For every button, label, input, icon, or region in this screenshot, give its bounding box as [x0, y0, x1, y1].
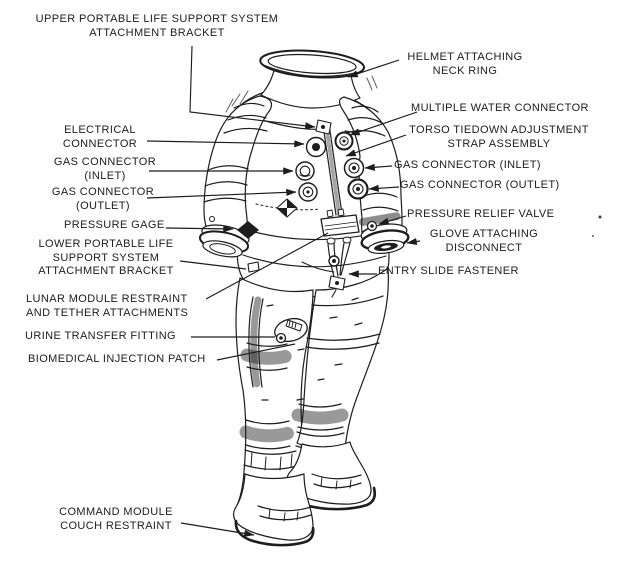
- label-gas-outlet-right: GAS CONNECTOR (OUTLET): [400, 179, 560, 191]
- entry-slide-fastener: [328, 275, 346, 298]
- leader-command: [180, 522, 255, 537]
- label-command-module-couch-restraint: COMMAND MODULE COUCH RESTRAINT: [59, 506, 173, 532]
- label-urine-transfer-fitting: URINE TRANSFER FITTING: [25, 330, 176, 342]
- water-connector: [334, 131, 354, 151]
- suit-body: [198, 49, 602, 547]
- scan-specks: [592, 215, 602, 237]
- label-electrical-connector: ELECTRICAL CONNECTOR: [62, 124, 138, 150]
- electrical-connector: [305, 136, 327, 158]
- neck-ring: [259, 49, 378, 109]
- leader-lower-plss: [179, 260, 247, 270]
- leader-tiedown: [345, 134, 407, 157]
- label-gas-inlet-right: GAS CONNECTOR (INLET): [394, 159, 541, 171]
- label-pressure-relief-valve: PRESSURE RELIEF VALVE: [407, 208, 555, 220]
- gas-connector-inlet-left: [295, 161, 315, 181]
- leader-pressure-relief: [378, 215, 407, 225]
- label-biomedical-injection-patch: BIOMEDICAL INJECTION PATCH: [28, 353, 206, 365]
- label-glove-disconnect: GLOVE ATTACHING DISCONNECT: [429, 228, 539, 254]
- label-gas-outlet-left: GAS CONNECTOR (OUTLET): [51, 186, 155, 212]
- leader-lines: [146, 45, 421, 537]
- leader-helmet: [347, 59, 400, 78]
- label-lower-plss-bracket: LOWER PORTABLE LIFE SUPPORT SYSTEM ATTAC…: [38, 238, 174, 277]
- leader-glove: [406, 237, 421, 246]
- right-boot: [286, 441, 377, 511]
- leader-upper-plss: [189, 45, 316, 130]
- label-pressure-gage: PRESSURE GAGE: [64, 219, 165, 231]
- label-gas-inlet-left: GAS CONNECTOR (INLET): [53, 156, 157, 182]
- label-entry-slide-fastener: ENTRY SLIDE FASTENER: [378, 265, 519, 277]
- label-upper-plss-bracket: UPPER PORTABLE LIFE SUPPORT SYSTEM ATTAC…: [35, 13, 279, 39]
- gas-connector-inlet-right: [343, 157, 365, 179]
- label-lunar-module-restraint: LUNAR MODULE RESTRAINT AND TETHER ATTACH…: [26, 293, 189, 319]
- leader-electrical: [146, 140, 305, 148]
- leader-lunar: [205, 232, 329, 300]
- right-leg: [291, 267, 389, 451]
- gas-connector-outlet-left: [298, 182, 318, 202]
- leader-gas-outlet-left: [146, 188, 297, 199]
- label-helmet-neck-ring: HELMET ATTACHING NECK RING: [407, 51, 523, 77]
- lower-plss-bracket-tab: [247, 261, 260, 273]
- leader-pressure-gage: [165, 225, 234, 233]
- label-multiple-water-connector: MULTIPLE WATER CONNECTOR: [411, 102, 589, 114]
- chest-strap: [315, 119, 343, 216]
- biomedical-diamond-patch: [276, 198, 298, 218]
- urine-fitting: [274, 317, 308, 344]
- leader-water: [349, 111, 418, 136]
- left-boot: [233, 473, 315, 547]
- leader-biomedical: [216, 343, 296, 361]
- leader-gas-outlet-right: [368, 184, 400, 192]
- left-glove-ring: [198, 224, 250, 258]
- tether-hardware: [320, 208, 360, 298]
- pressure-relief-valve: [361, 220, 378, 233]
- gas-connector-outlet-right: [347, 178, 369, 200]
- chest-connectors: [247, 131, 369, 273]
- leader-gas-inlet-right: [364, 163, 393, 171]
- label-torso-tiedown-strap: TORSO TIEDOWN ADJUSTMENT STRAP ASSEMBLY: [409, 124, 589, 150]
- pressure-gage: [237, 221, 259, 239]
